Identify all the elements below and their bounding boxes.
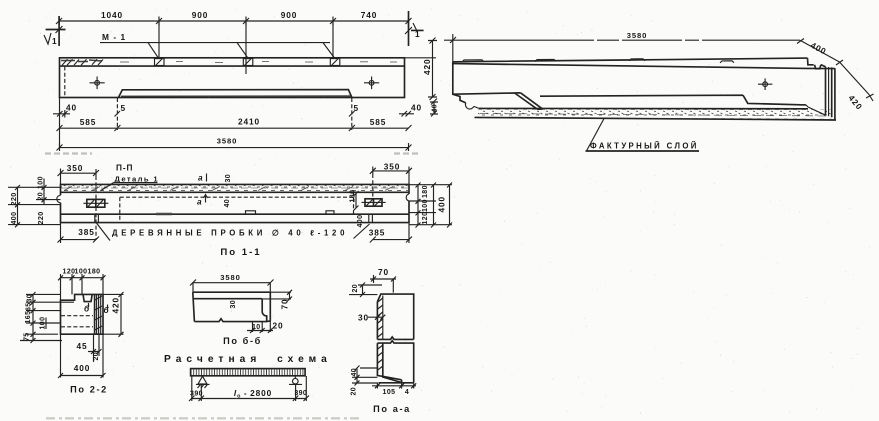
svg-text:П-П: П-П [116,163,133,173]
svg-text:1: 1 [52,36,58,46]
svg-text:20: 20 [351,387,358,396]
svg-text:100: 100 [75,269,88,276]
svg-text:400: 400 [437,196,447,213]
svg-text:3580: 3580 [627,31,648,40]
svg-text:По б-б: По б-б [223,336,262,346]
svg-text:45: 45 [76,341,87,351]
svg-text:100: 100 [422,199,429,212]
svg-text:20: 20 [38,192,45,201]
svg-text:120: 120 [63,269,76,276]
svg-text:40: 40 [432,104,439,113]
svg-text:5: 5 [121,103,127,113]
svg-text:30: 30 [358,313,369,323]
svg-text:5: 5 [354,103,360,113]
svg-text:По 1-1: По 1-1 [220,247,261,258]
svg-text:4: 4 [405,389,409,396]
svg-text:400: 400 [11,212,18,225]
svg-text:3580: 3580 [220,273,241,282]
svg-text:385: 385 [78,227,95,237]
svg-text:а: а [198,173,204,183]
svg-text:180: 180 [350,190,357,203]
svg-text:Деталь 1: Деталь 1 [115,175,159,184]
svg-text:1: 1 [415,29,421,39]
svg-text:1040: 1040 [101,10,123,20]
svg-text:По 2-2: По 2-2 [70,385,108,395]
svg-text:385: 385 [369,228,386,238]
svg-text:20: 20 [273,321,284,331]
svg-text:420: 420 [111,297,121,314]
svg-text:75: 75 [24,332,31,341]
svg-text:100: 100 [38,176,45,189]
svg-text:10: 10 [252,324,261,331]
svg-text:740: 740 [361,10,378,20]
svg-text:б: б [84,304,90,314]
svg-text:Расчетная схема: Расчетная схема [164,354,330,365]
svg-text:2410: 2410 [238,117,260,127]
svg-text:900: 900 [281,10,298,20]
svg-text:б: б [104,305,110,315]
svg-text:220: 220 [9,192,18,205]
svg-text:70: 70 [378,267,389,277]
svg-text:420: 420 [422,58,432,75]
svg-text:585: 585 [370,117,387,127]
svg-text:ДЕРЕВЯННЫЕ ПРОБКИ ∅ 40 ℓ-120: ДЕРЕВЯННЫЕ ПРОБКИ ∅ 40 ℓ-120 [112,229,346,238]
svg-text:100: 100 [40,317,47,330]
svg-text:120: 120 [422,212,429,225]
svg-text:585: 585 [80,117,97,127]
svg-text:20: 20 [93,352,100,361]
svg-text:30: 30 [230,300,237,309]
svg-text:По а-а: По а-а [373,404,411,414]
svg-text:350: 350 [67,163,84,173]
svg-text:390: 390 [190,391,203,398]
svg-text:М-1: М-1 [102,32,126,42]
svg-text:350: 350 [384,162,401,172]
svg-text:а: а [197,197,203,207]
svg-text:lo - 2800: lo - 2800 [234,388,272,400]
svg-text:900: 900 [192,10,209,20]
svg-text:220: 220 [36,211,45,224]
svg-text:ФАКТУРНЫЙ СЛОЙ: ФАКТУРНЫЙ СЛОЙ [590,142,698,151]
svg-text:40: 40 [411,103,422,113]
svg-text:65: 65 [26,302,33,311]
svg-text:70: 70 [280,298,290,309]
svg-text:40: 40 [224,199,231,208]
svg-text:30: 30 [27,294,34,303]
svg-text:30: 30 [225,174,232,183]
svg-text:390: 390 [294,390,307,397]
svg-text:180: 180 [88,269,101,276]
svg-text:3580: 3580 [217,137,238,146]
svg-text:165: 165 [25,311,32,324]
svg-text:40: 40 [66,103,77,113]
svg-text:400: 400 [357,215,364,228]
svg-text:400: 400 [74,363,91,373]
svg-text:180: 180 [422,185,429,198]
svg-text:20: 20 [352,284,359,293]
svg-text:105: 105 [383,389,396,396]
svg-text:40: 40 [351,368,358,377]
